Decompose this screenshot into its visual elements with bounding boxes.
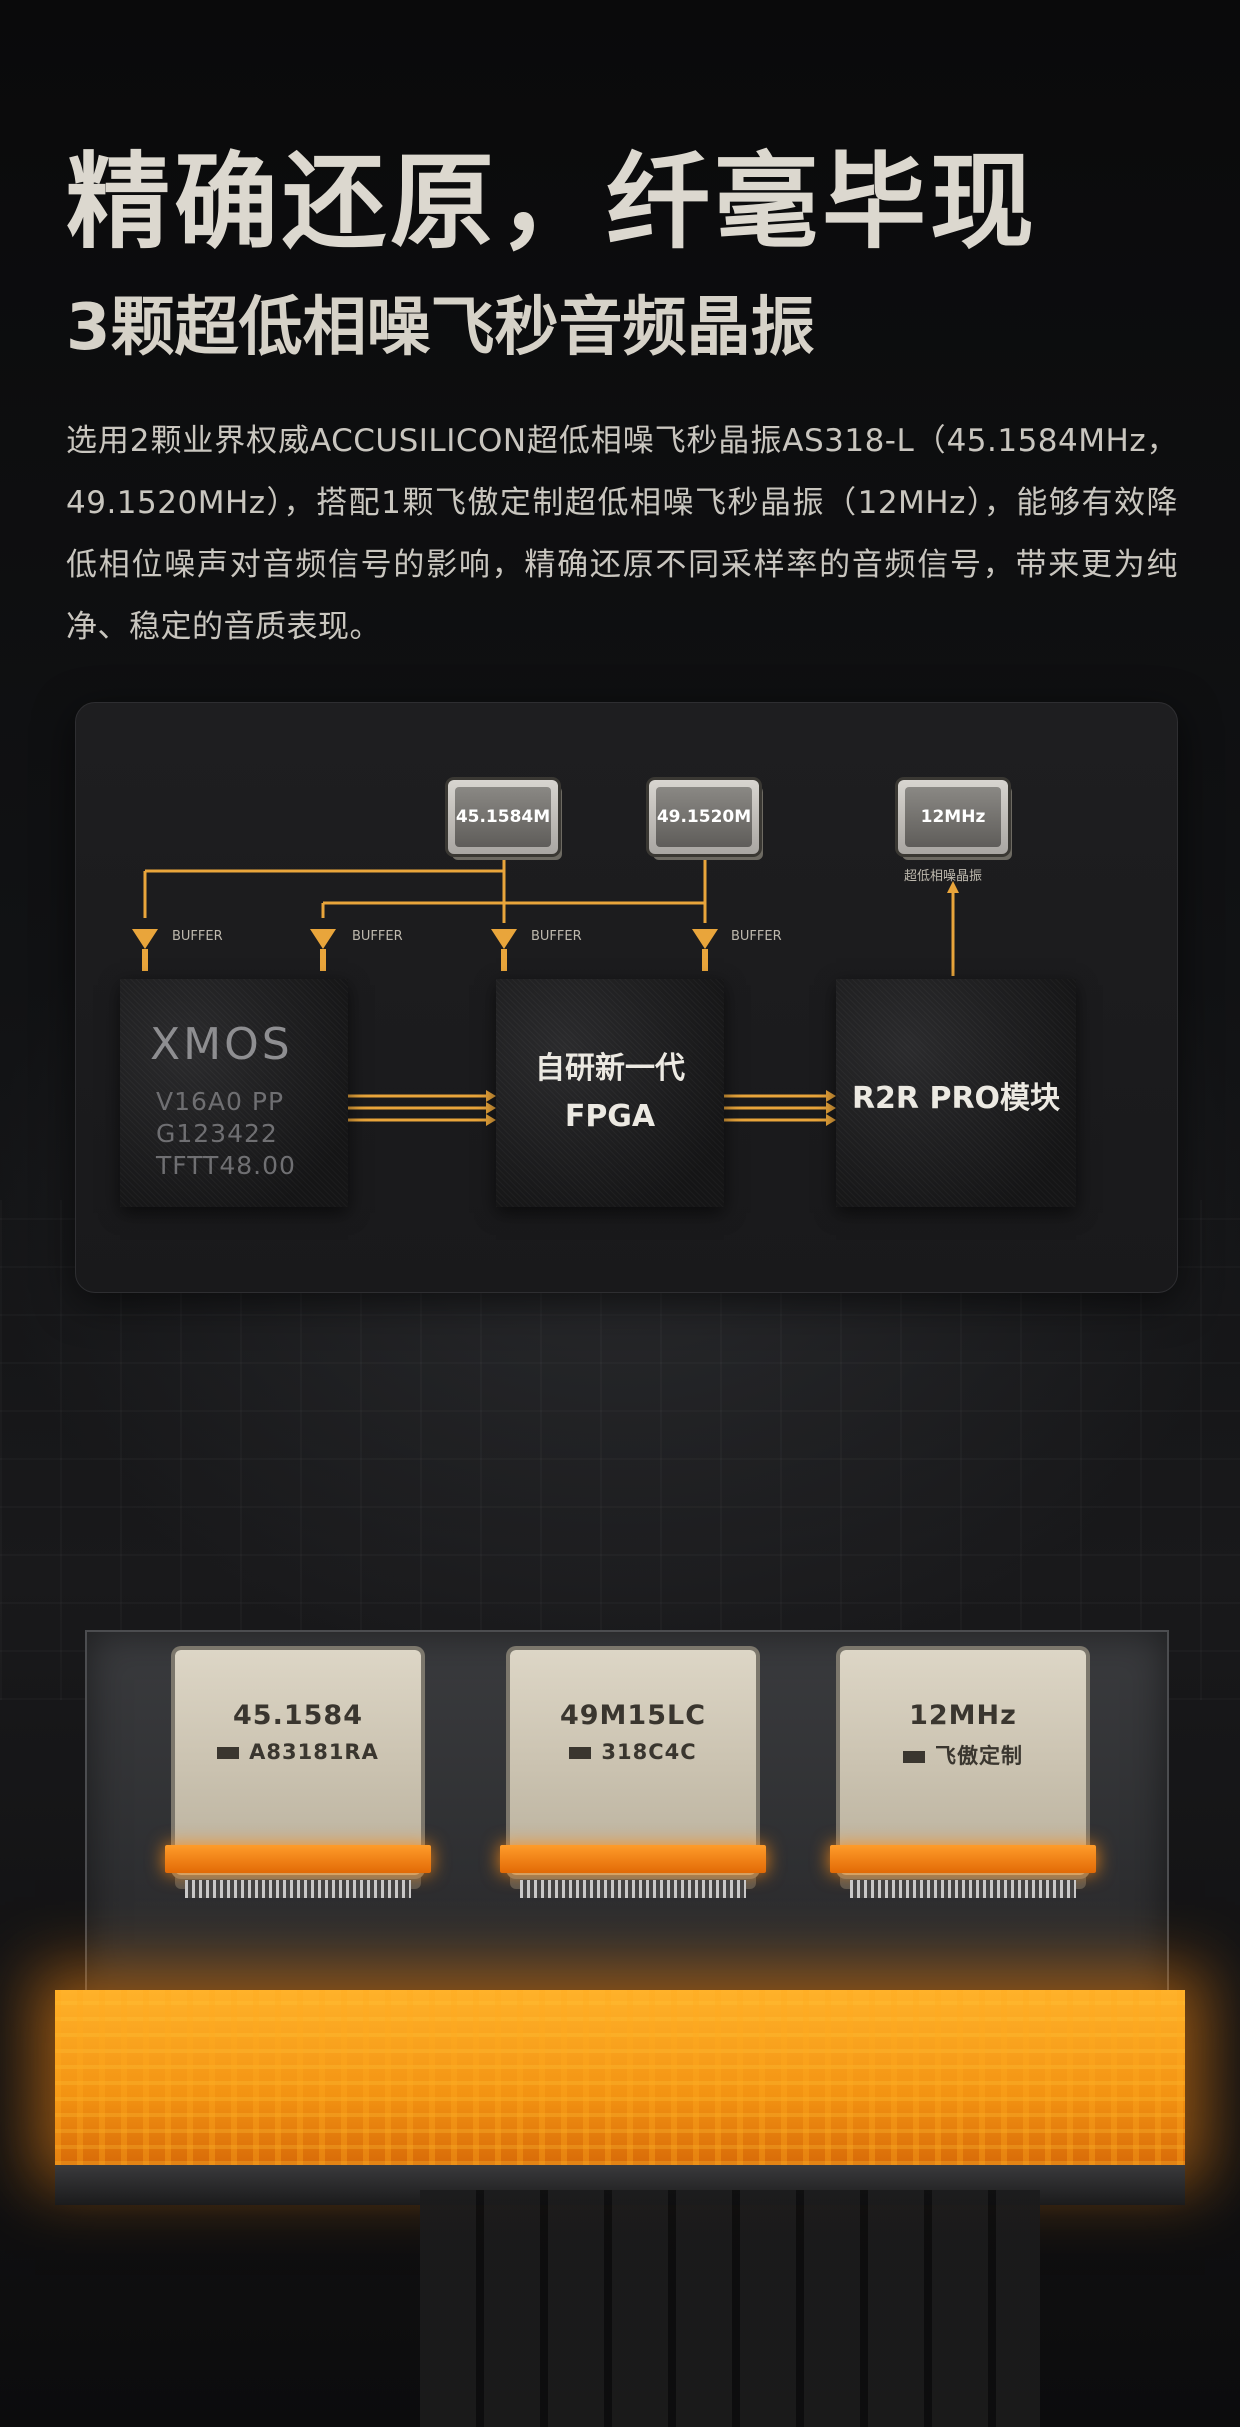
page-headline: 精确还原，纤毫毕现 xyxy=(66,141,1039,263)
r2r-module-chip: R2R PRO模块 xyxy=(836,979,1076,1207)
buffer-triangle xyxy=(132,929,158,949)
oscillator-label: 49.1520M xyxy=(656,787,752,847)
xmos-marking: V16A0 PP xyxy=(156,1087,285,1116)
description-paragraph: 选用2颗业界权威ACCUSILICON超低相噪飞秒晶振AS318-L（45.15… xyxy=(66,423,1178,645)
xmos-marking: TFTT48.00 xyxy=(156,1151,296,1180)
crystal-pins xyxy=(850,1880,1076,1898)
crystal-board-illustration: 45.1584 A83181RA 49M15LC 318C4C 12MHz 飞傲… xyxy=(55,1630,1185,2250)
crystal-12mhz: 12MHz 飞傲定制 xyxy=(830,1650,1096,1898)
buffer-label: BUFFER xyxy=(352,929,403,944)
buffer-label: BUFFER xyxy=(531,929,582,944)
r2r-label: R2R PRO模块 xyxy=(851,1081,1061,1116)
buffer-triangle xyxy=(310,929,336,949)
xmos-marking: G123422 xyxy=(156,1119,278,1148)
heatsink-fins xyxy=(420,2190,1040,2427)
oscillator-label: 12MHz xyxy=(905,787,1001,847)
crystal-pins xyxy=(520,1880,746,1898)
crystal-marking: 12MHz xyxy=(909,1700,1017,1731)
signal-flow-diagram: 45.1584M 49.1520M 12MHz 超低相噪晶振 BUFFER BU… xyxy=(75,702,1178,1293)
oscillator-49-1520m: 49.1520M xyxy=(649,780,759,854)
board-glowing-layer xyxy=(55,1990,1185,2165)
oscillator-caption: 超低相噪晶振 xyxy=(904,869,983,884)
crystal-marking: 45.1584 xyxy=(233,1700,363,1731)
crystal-marking: 飞傲定制 xyxy=(935,1744,1023,1768)
oscillator-label: 45.1584M xyxy=(455,787,551,847)
fpga-chip: 自研新一代 FPGA xyxy=(496,979,724,1207)
fpga-label-line1: 自研新一代 xyxy=(535,1051,685,1086)
xmos-chip: XMOS V16A0 PP G123422 TFTT48.00 xyxy=(120,979,348,1207)
crystal-45-1584: 45.1584 A83181RA xyxy=(165,1650,431,1898)
buffer-triangle xyxy=(692,929,718,949)
buffer-label: BUFFER xyxy=(172,929,223,944)
crystal-marking: 318C4C xyxy=(601,1740,697,1764)
crystal-marking: A83181RA xyxy=(249,1740,379,1764)
crystal-49m15lc: 49M15LC 318C4C xyxy=(500,1650,766,1898)
crystal-seat-glow xyxy=(500,1845,766,1873)
crystal-seat-glow xyxy=(830,1845,1096,1873)
oscillator-12mhz: 12MHz xyxy=(898,780,1008,854)
oscillator-45-1584m: 45.1584M xyxy=(448,780,558,854)
crystal-pins xyxy=(185,1880,411,1898)
xmos-logo: XMOS xyxy=(150,1019,293,1070)
buffer-triangle xyxy=(491,929,517,949)
fpga-label-line2: FPGA xyxy=(564,1099,656,1134)
crystal-marking: 49M15LC xyxy=(559,1700,707,1731)
buffer-label: BUFFER xyxy=(731,929,782,944)
crystal-seat-glow xyxy=(165,1845,431,1873)
flow-lines xyxy=(132,820,959,1126)
page-subheadline: 3颗超低相噪飞秒音频晶振 xyxy=(66,291,815,365)
